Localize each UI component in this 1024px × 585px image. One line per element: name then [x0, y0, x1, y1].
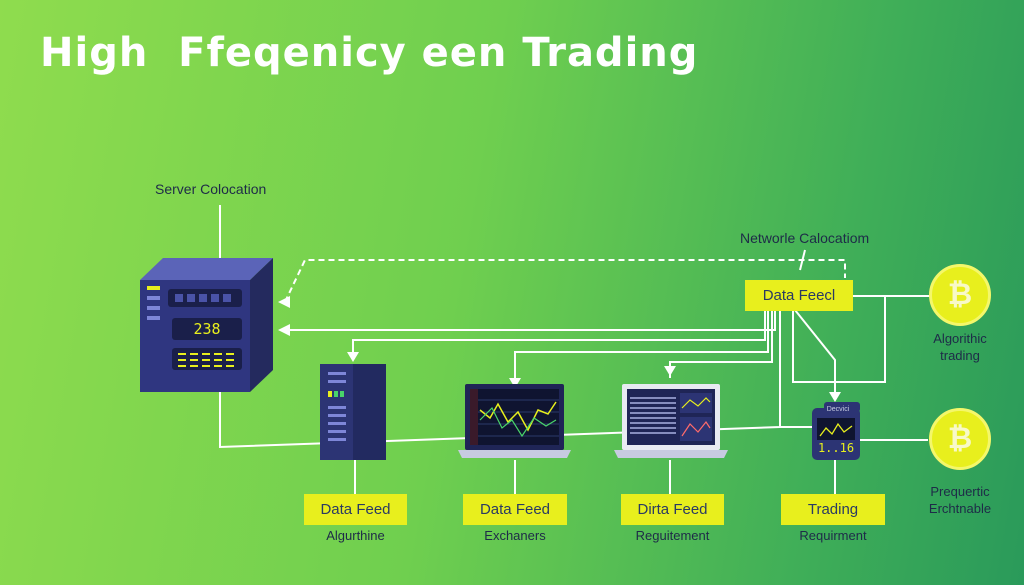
arrowhead-laptop2 — [664, 366, 676, 376]
route-right-loop — [792, 296, 886, 383]
bitcoin-icon-1: ₿ — [929, 264, 991, 326]
data-feed-box-1: Data Feed — [304, 494, 407, 525]
rack-icon — [320, 364, 386, 460]
laptop-trading-chart-icon — [458, 384, 571, 458]
device-screen-title: Decvici — [826, 406, 850, 413]
route-to-rack — [352, 310, 766, 355]
coin1-caption-line2: trading — [940, 348, 980, 363]
top-data-feed-box: Data Feecl — [745, 280, 853, 311]
route-to-server — [285, 310, 776, 331]
coin2-caption-line1: Prequertic — [930, 484, 990, 499]
trading-device-icon — [812, 402, 860, 460]
route-to-laptop1 — [514, 310, 769, 383]
arrowhead-rack — [347, 352, 359, 362]
arrowhead-dashed — [278, 296, 290, 308]
caption-box-3: Reguitement — [635, 528, 710, 543]
caption-box-4: Requirment — [799, 528, 867, 543]
coin2-caption-line2: Erchtnable — [928, 501, 992, 516]
device-readout: 1..16 — [817, 441, 855, 455]
data-feed-box-3: Dirta Feed — [621, 494, 724, 525]
bottom-bus — [219, 310, 812, 449]
coin1-caption-line1: Algorithic — [933, 331, 987, 346]
arrowhead-device — [829, 392, 841, 402]
diagram-title: High Ffeqenicy een Trading — [40, 30, 699, 76]
server-display: 238 — [193, 320, 221, 338]
trading-box: Trading — [781, 494, 885, 525]
dashed-route — [284, 259, 846, 303]
caption-box-1: Algurthine — [326, 528, 385, 543]
network-colocation-label: Networle Calocatiom — [740, 230, 870, 246]
route-to-device — [794, 309, 836, 395]
server-icon — [140, 258, 273, 392]
bitcoin-icon-2: ₿ — [929, 408, 991, 470]
route-to-laptop2 — [669, 310, 773, 378]
laptop-data-table-icon — [614, 384, 728, 458]
caption-box-2: Exchaners — [484, 528, 546, 543]
server-colocation-label: Server Colocation — [155, 181, 267, 197]
arrowhead-server — [278, 324, 290, 336]
arrowhead-laptop1 — [509, 378, 521, 388]
network-label-leader — [799, 249, 806, 271]
data-feed-box-2: Data Feed — [463, 494, 567, 525]
